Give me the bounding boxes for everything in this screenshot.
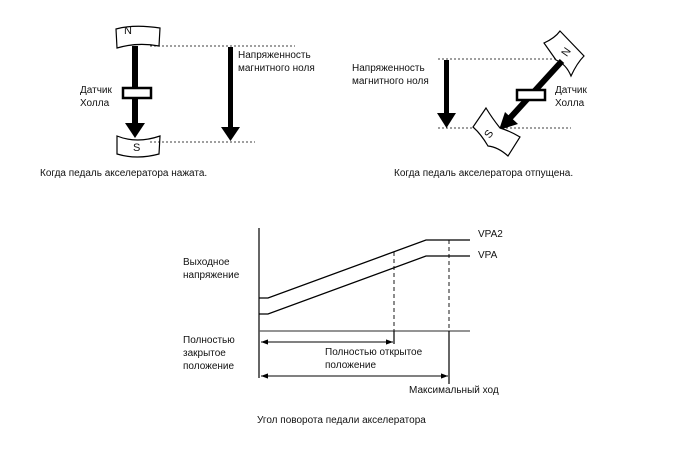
graph-y-label-1: Выходное: [183, 257, 230, 268]
left-south-label: S: [133, 142, 141, 154]
left-shaft-arrowhead: [125, 123, 145, 138]
right-hall-sensor-label-1: Датчик: [555, 85, 587, 96]
right-magnet-diagram: [437, 30, 585, 157]
left-shaft: [132, 46, 138, 124]
vpa-line: [259, 255, 470, 315]
left-hall-sensor-label-2: Холла: [80, 98, 110, 109]
right-hall-sensor-label-2: Холла: [555, 98, 585, 109]
closed-position-label-3: положение: [183, 361, 235, 372]
closed-position-label-1: Полностью: [183, 335, 235, 346]
vpa2-legend-label: VPA2: [478, 229, 503, 240]
vpa2-line: [259, 239, 470, 299]
left-field-arrow-shaft: [228, 47, 233, 129]
left-caption: Когда педаль акселератора нажата.: [40, 168, 208, 179]
left-field-arrow-head: [221, 127, 240, 141]
output-voltage-graph: [258, 228, 470, 384]
max-travel-label: Максимальный ход: [409, 385, 499, 396]
vpa-legend-label: VPA: [478, 250, 498, 261]
open-position-label-1: Полностью открытое: [325, 347, 423, 358]
right-north-magnet: [543, 30, 585, 78]
graph-y-label-2: напряжение: [183, 270, 240, 281]
left-north-label: N: [124, 25, 132, 37]
left-field-strength-label-1: Напряженность: [238, 50, 311, 61]
right-field-arrow-shaft: [444, 60, 449, 115]
right-caption: Когда педаль акселератора отпущена.: [394, 168, 574, 179]
right-hall-sensor: [515, 88, 547, 102]
right-shaft-arrowhead: [499, 112, 518, 130]
left-hall-sensor-label-1: Датчик: [80, 85, 112, 96]
graph-x-label: Угол поворота педали акселератора: [257, 415, 426, 426]
right-field-strength-label-2: магнитного ноля: [352, 76, 429, 87]
right-field-strength-label-1: Напряженность: [352, 63, 425, 74]
left-north-magnet: [115, 25, 161, 49]
right-field-arrow-head: [437, 113, 456, 128]
open-position-label-2: положение: [325, 360, 377, 371]
left-south-magnet: [116, 135, 161, 158]
left-field-strength-label-2: магнитного ноля: [238, 63, 315, 74]
closed-position-label-2: закрытое: [183, 348, 226, 359]
left-magnet-diagram: [115, 25, 295, 158]
right-south-magnet: [472, 106, 521, 157]
left-hall-sensor: [121, 86, 153, 100]
